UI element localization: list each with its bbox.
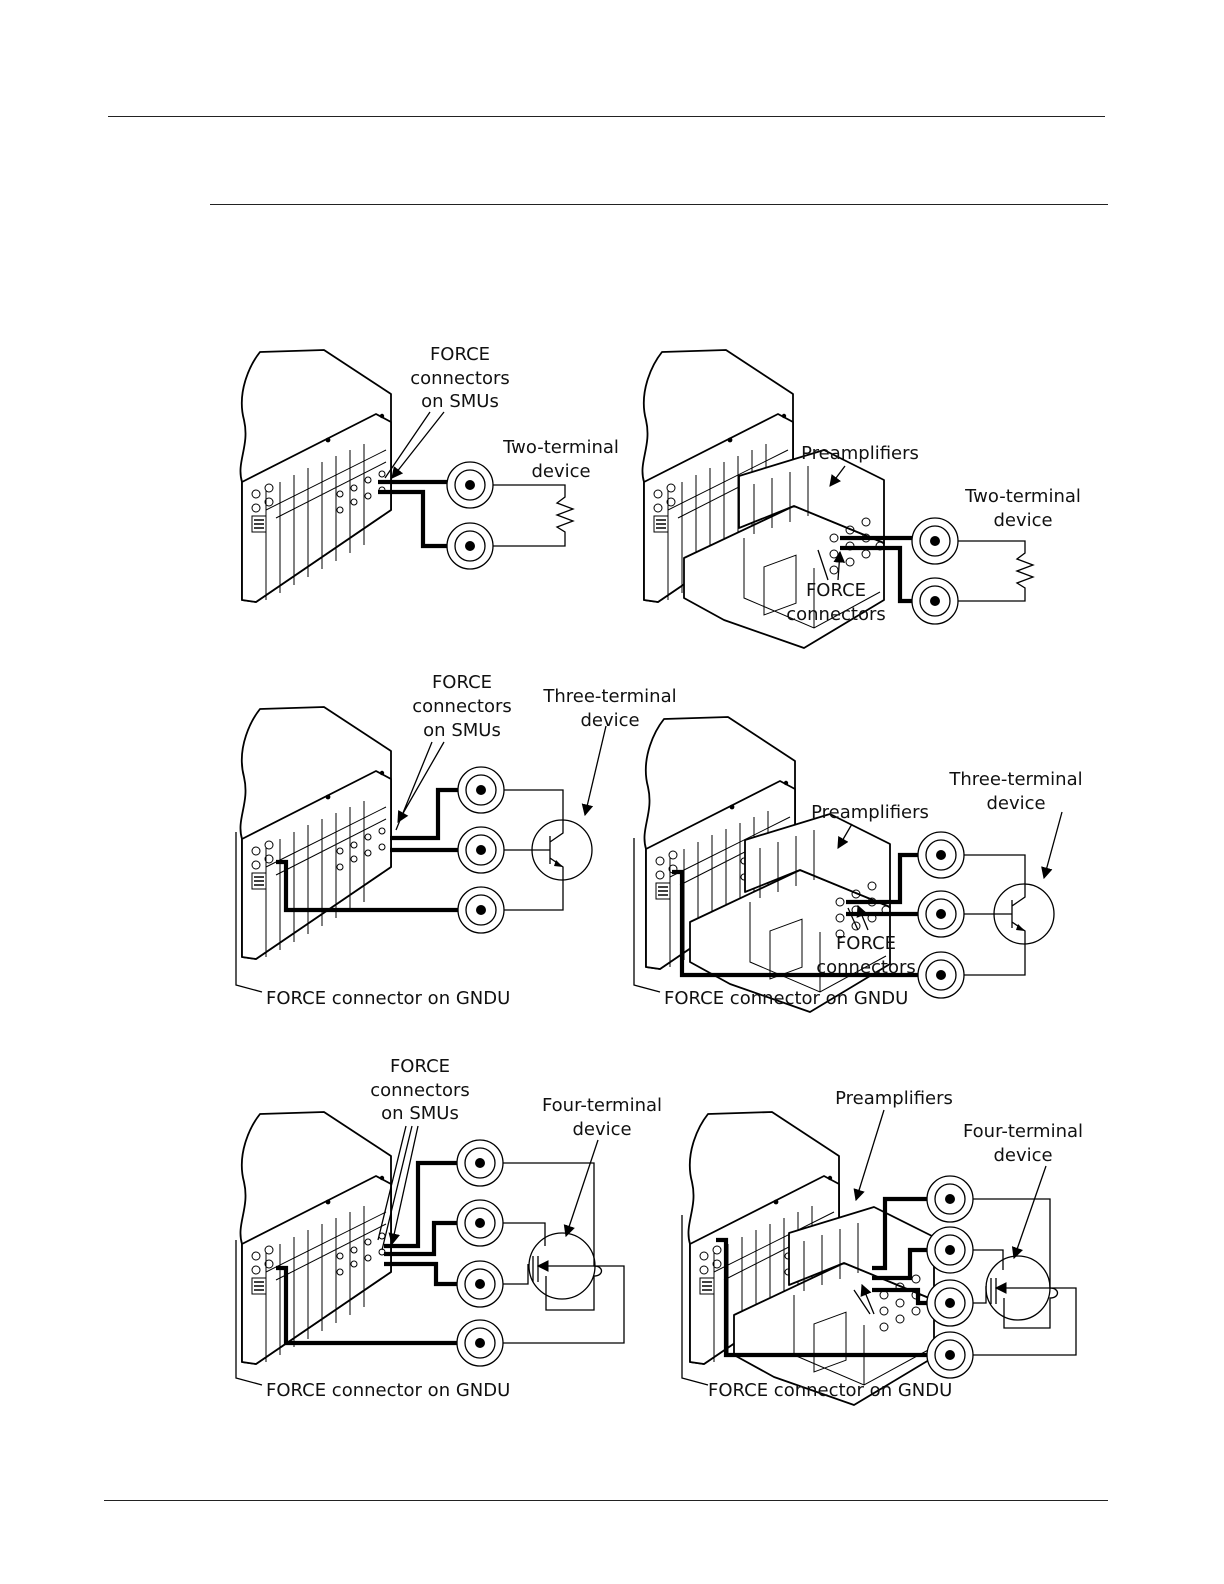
coax-connector (457, 826, 505, 874)
coax-connector (926, 1175, 974, 1223)
header-rule-top (108, 116, 1105, 117)
coax-connector (911, 577, 959, 625)
coax-connector (456, 1319, 504, 1367)
label-preamplifiers: Preamplifiers (835, 1088, 953, 1109)
coax-connector (446, 461, 494, 509)
coax-connector (926, 1331, 974, 1379)
coax-connector (926, 1226, 974, 1274)
label-gndu: FORCE connector on GNDU (266, 988, 510, 1009)
coax-connector (457, 886, 505, 934)
coax-connector (457, 766, 505, 814)
header-rule-second (210, 204, 1108, 205)
footer-rule (104, 1500, 1108, 1501)
coax-connector (911, 517, 959, 565)
label-gndu: FORCE connector on GNDU (664, 988, 908, 1009)
label-preamplifiers: Preamplifiers (801, 443, 919, 464)
label-preamplifiers: Preamplifiers (811, 802, 929, 823)
coax-connector (456, 1139, 504, 1187)
coax-connector (917, 831, 965, 879)
label-gndu: FORCE connector on GNDU (708, 1380, 952, 1401)
coax-connector (456, 1260, 504, 1308)
coax-connector (446, 522, 494, 570)
label-gndu: FORCE connector on GNDU (266, 1380, 510, 1401)
coax-connector (917, 951, 965, 999)
coax-connector (926, 1279, 974, 1327)
coax-connector (456, 1199, 504, 1247)
coax-connector (917, 890, 965, 938)
